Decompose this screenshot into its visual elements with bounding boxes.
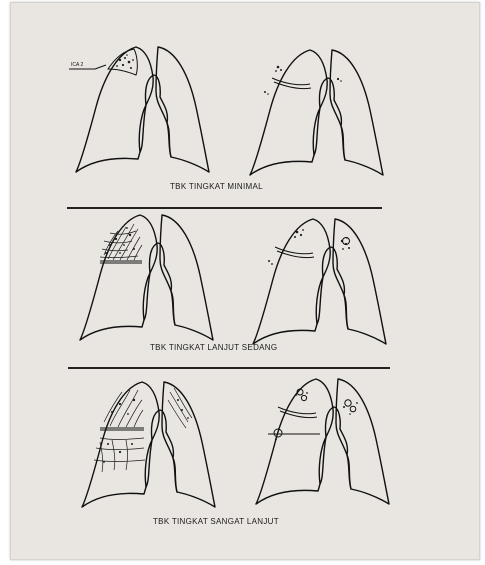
panel-minimal: ICA 2 — [69, 47, 383, 175]
panel-sangat-lanjut — [82, 379, 389, 507]
lung-pair-minimal-right — [250, 50, 383, 175]
panel-lanjut-sedang — [80, 215, 386, 344]
lung-pair-sangat-left — [82, 382, 215, 507]
caption-lanjut-sedang: TBK TINGKAT LANJUT SEDANG — [150, 343, 277, 352]
tb-lung-diagram: ICA 2 — [10, 2, 480, 560]
lung-pair-minimal-left — [76, 47, 209, 172]
cavities-sangat-lanjut — [274, 389, 358, 440]
section-divider — [68, 367, 390, 369]
ica-annotation: ICA 2 — [69, 62, 106, 69]
scanned-page: ICA 2 — [10, 2, 480, 560]
lung-pair-sedang-left — [80, 215, 213, 340]
svg-text:ICA 2: ICA 2 — [71, 62, 83, 68]
lung-pair-sedang-right — [253, 219, 386, 344]
caption-minimal: TBK TINGKAT MINIMAL — [170, 182, 263, 191]
section-divider — [67, 207, 382, 209]
lung-pair-sangat-right — [256, 379, 389, 504]
caption-sangat-lanjut: TBK TINGKAT SANGAT LANJUT — [153, 517, 279, 526]
